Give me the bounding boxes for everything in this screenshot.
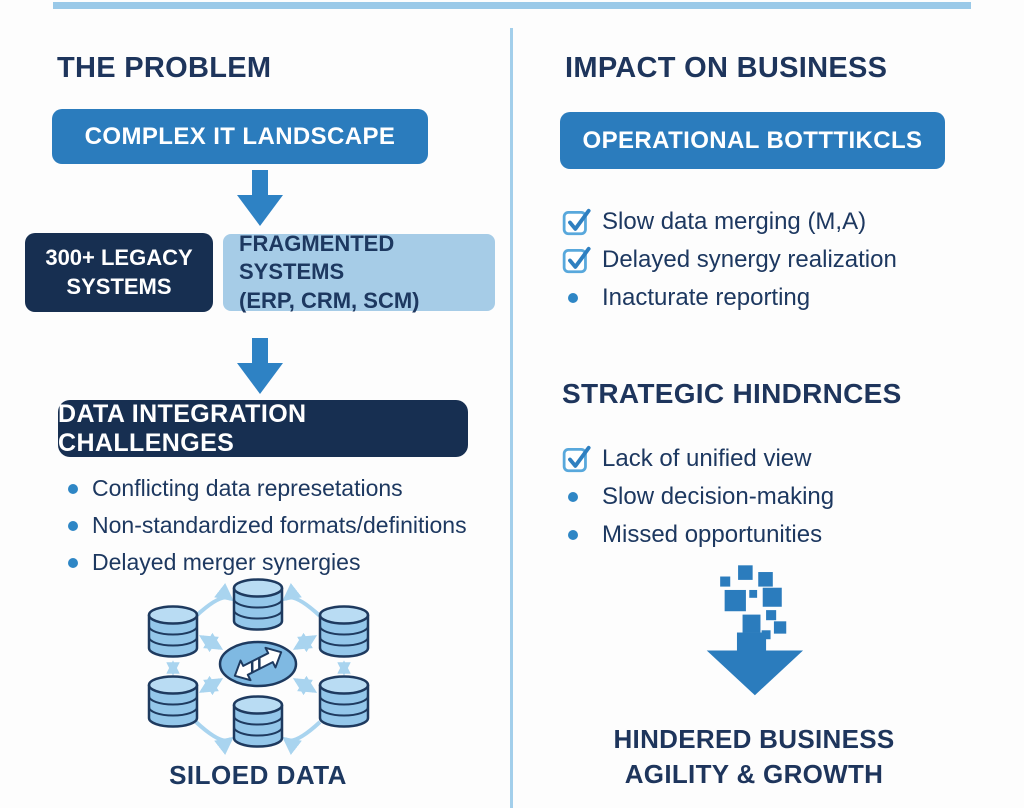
list-item: Lack of unified view xyxy=(562,440,834,478)
impact-heading: IMPACT ON BUSINESS xyxy=(565,52,888,84)
checkbox-checked-icon xyxy=(562,443,602,475)
challenges-bullet-list: Conflicting data represetations Non-stan… xyxy=(62,470,467,581)
checklist-text: Inacturate reporting xyxy=(602,284,811,311)
bullet-text: Delayed merger synergies xyxy=(92,549,361,575)
strategic-list: Lack of unified view Slow decision-makin… xyxy=(562,440,834,554)
database-icon xyxy=(147,605,199,658)
list-item: Delayed synergy realization xyxy=(562,241,897,279)
bullet-dot-icon xyxy=(62,557,92,568)
bullet-dot-icon xyxy=(562,293,602,303)
checklist-text: Missed opportunities xyxy=(602,521,823,548)
list-item: Non-standardized formats/definitions xyxy=(62,507,467,544)
bullet-dot-icon xyxy=(62,520,92,531)
legacy-systems-box: 300+ LEGACY SYSTEMS xyxy=(25,233,213,312)
list-item: Conflicting data represetations xyxy=(62,470,467,507)
database-icon xyxy=(232,695,284,748)
operational-bottlenecks-banner: OPERATIONAL BOTTTIKCLS xyxy=(560,112,945,169)
fragmented-systems-box: FRAGMENTED SYSTEMS (ERP, CRM, SCM) xyxy=(223,231,495,313)
bullet-text: Non-standardized formats/definitions xyxy=(92,512,467,538)
data-integration-challenges-banner: DATA INTEGRATION CHALLENGES xyxy=(58,400,468,457)
database-icon xyxy=(318,605,370,658)
database-icon xyxy=(232,578,284,631)
strategic-hindrances-heading: STRATEGIC HINDRNCES xyxy=(562,378,902,409)
column-divider xyxy=(510,28,513,808)
operational-list: Slow data merging (M,A) Delayed synergy … xyxy=(562,203,897,317)
silo-connector-arrows xyxy=(166,583,351,755)
hindered-growth-label: HINDERED BUSINESS AGILITY & GROWTH xyxy=(613,724,895,790)
checklist-text: Slow decision-making xyxy=(602,483,835,510)
bullet-dot-icon xyxy=(62,483,92,494)
down-arrow-icon xyxy=(237,338,283,394)
bullet-text: Conflicting data represetations xyxy=(92,475,403,501)
checklist-text: Lack of unified view xyxy=(602,445,812,472)
list-item: Slow decision-making xyxy=(562,478,834,516)
sync-arrows-icon xyxy=(218,640,298,688)
bullet-dot-icon xyxy=(562,492,602,502)
bullet-dot-icon xyxy=(562,530,602,540)
list-item: Missed opportunities xyxy=(562,516,834,554)
list-item: Delayed merger synergies xyxy=(62,544,467,581)
checkbox-checked-icon xyxy=(562,206,602,238)
list-item: Slow data merging (M,A) xyxy=(562,203,897,241)
down-arrow-icon xyxy=(237,170,283,226)
problem-heading: THE PROBLEM xyxy=(57,52,272,84)
checklist-text: Slow data merging (M,A) xyxy=(602,208,867,235)
siloed-data-diagram xyxy=(147,578,370,755)
checklist-text: Delayed synergy realization xyxy=(602,246,897,273)
complex-it-landscape-banner: COMPLEX IT LANDSCAPE xyxy=(52,109,428,164)
silo-caption: SILOED DATA xyxy=(169,760,347,790)
checkbox-checked-icon xyxy=(562,244,602,276)
list-item: Inacturate reporting xyxy=(562,279,897,317)
pixel-dissolve-arrow-icon xyxy=(706,565,804,696)
database-icon xyxy=(147,675,199,728)
top-accent-bar xyxy=(53,2,971,9)
database-icon xyxy=(318,675,370,728)
